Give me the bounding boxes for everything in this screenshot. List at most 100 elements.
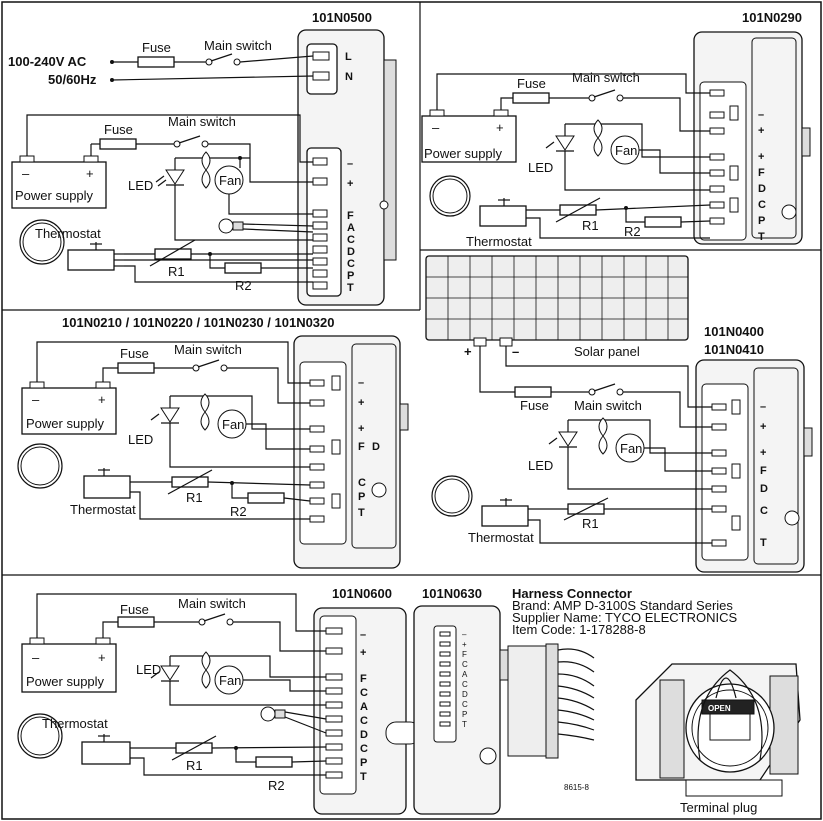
power-supply-box [21, 387, 117, 435]
led-label: LED [128, 178, 153, 193]
terminal-plug-icon [635, 663, 801, 797]
minus-label: – [512, 344, 519, 359]
harness-brand: Brand: AMP D-3100S Standard Series [512, 598, 733, 613]
ac-frequency-label: 50/60Hz [48, 72, 97, 87]
led-label: LED [136, 662, 161, 677]
pin-label: T [360, 771, 367, 783]
fan-label: Fan [620, 441, 642, 456]
panel-101n0210: 101N0210 / 101N0220 / 101N0230 / 101N032… [17, 315, 409, 569]
pin-label: + [360, 647, 366, 659]
terminal-plug-label: Terminal plug [680, 800, 757, 815]
plus-label: + [464, 344, 472, 359]
r2-label: R2 [624, 224, 641, 239]
pin-label: P [758, 215, 765, 227]
fuse-label: Fuse [517, 76, 546, 91]
model-title: 101N0290 [742, 10, 802, 25]
battery-terminal [83, 155, 99, 163]
switch-contact [205, 58, 213, 66]
led-symbol [555, 135, 575, 151]
controller-unit [413, 605, 501, 815]
r1-label: R1 [582, 516, 599, 531]
pin-label: D [372, 441, 380, 453]
pin-label: + [760, 421, 766, 433]
pin-label: P [360, 757, 367, 769]
dc-pins [309, 375, 341, 523]
thermostat-coil [17, 443, 63, 489]
resistor-r2 [247, 492, 285, 504]
thermostat-body [67, 249, 115, 271]
pin-label: T [758, 231, 765, 243]
switch-lever [210, 53, 233, 62]
pin-label: C [358, 477, 366, 489]
power-supply-box [11, 161, 107, 209]
model-title: 101N0410 [704, 342, 764, 357]
model-title: 101N0500 [312, 10, 372, 25]
pin-label: D [758, 183, 766, 195]
led-symbol [160, 665, 180, 681]
r2-label: R2 [235, 278, 252, 293]
fuse-label: Fuse [142, 40, 171, 55]
power-supply-label: Power supply [424, 146, 503, 161]
main-switch-label: Main switch [204, 38, 272, 53]
model-title: 101N0600 [332, 586, 392, 601]
thermostat-label: Thermostat [468, 530, 534, 545]
panel-101n0630: 101N0630 – + F C A C D C P T Harness Con… [413, 586, 801, 815]
pin-label: + [760, 447, 766, 459]
pin-label: + [358, 423, 364, 435]
thermostat-label: Thermostat [42, 716, 108, 731]
dc-pins [709, 89, 739, 225]
pin-label: P [358, 491, 365, 503]
r1-label: R1 [186, 758, 203, 773]
fuse-symbol [117, 616, 155, 628]
switch-contact [201, 140, 209, 148]
panel-101n0400: Solar panel + – 101N0400 101N0410 – + + … [425, 255, 813, 573]
fuse-label: Fuse [120, 346, 149, 361]
fuse-symbol [514, 386, 552, 398]
pin-label: – [360, 629, 366, 641]
open-label: OPEN [708, 704, 731, 713]
led-label: LED [528, 160, 553, 175]
pin-label: F [360, 673, 367, 685]
ac-pin [312, 71, 330, 81]
thermostat-body [481, 505, 529, 527]
harness-supplier: Supplier Name: TYCO ELECTRONICS [512, 610, 737, 625]
switch-lever [178, 135, 201, 144]
pin-label: + [758, 151, 764, 163]
pin-label: T [760, 537, 767, 549]
plus-label: + [496, 120, 504, 135]
panel-101n0500: 101N0500 L N – + F A C D C P T [8, 10, 397, 306]
fuse-symbol [117, 362, 155, 374]
power-supply-label: Power supply [26, 416, 105, 431]
ac-pin [312, 51, 330, 61]
variable-arrow [149, 239, 196, 267]
fuse-label: Fuse [104, 122, 133, 137]
pin-label: – [758, 109, 764, 121]
thermostat-label: Thermostat [466, 234, 532, 249]
fuse-symbol [137, 56, 175, 68]
pin-label: + [462, 640, 467, 649]
pin-label: F [758, 167, 765, 179]
model-title: 101N0400 [704, 324, 764, 339]
main-switch-label: Main switch [168, 114, 236, 129]
main-switch-label: Main switch [572, 70, 640, 85]
led-label: LED [128, 432, 153, 447]
power-supply-label: Power supply [15, 188, 94, 203]
lamp-icon [218, 218, 234, 234]
unit-side [383, 59, 397, 261]
model-title: 101N0210 / 101N0220 / 101N0230 / 101N032… [62, 315, 335, 330]
led-symbol [160, 407, 180, 423]
panel-101n0290: 101N0290 – + + F D C P T – + [421, 10, 811, 249]
pin-label: D [347, 246, 355, 258]
ac-voltage-label: 100-240V AC [8, 54, 87, 69]
pin-label: C [462, 660, 468, 669]
pin-label: + [347, 178, 353, 190]
fuse-label: Fuse [120, 602, 149, 617]
pin-label: T [347, 282, 354, 294]
battery-terminal [19, 155, 35, 163]
main-switch-label: Main switch [574, 398, 642, 413]
harness-item-code: Item Code: 1-178288-8 [512, 622, 646, 637]
led-symbol [165, 169, 185, 185]
pin-label: C [347, 234, 355, 246]
